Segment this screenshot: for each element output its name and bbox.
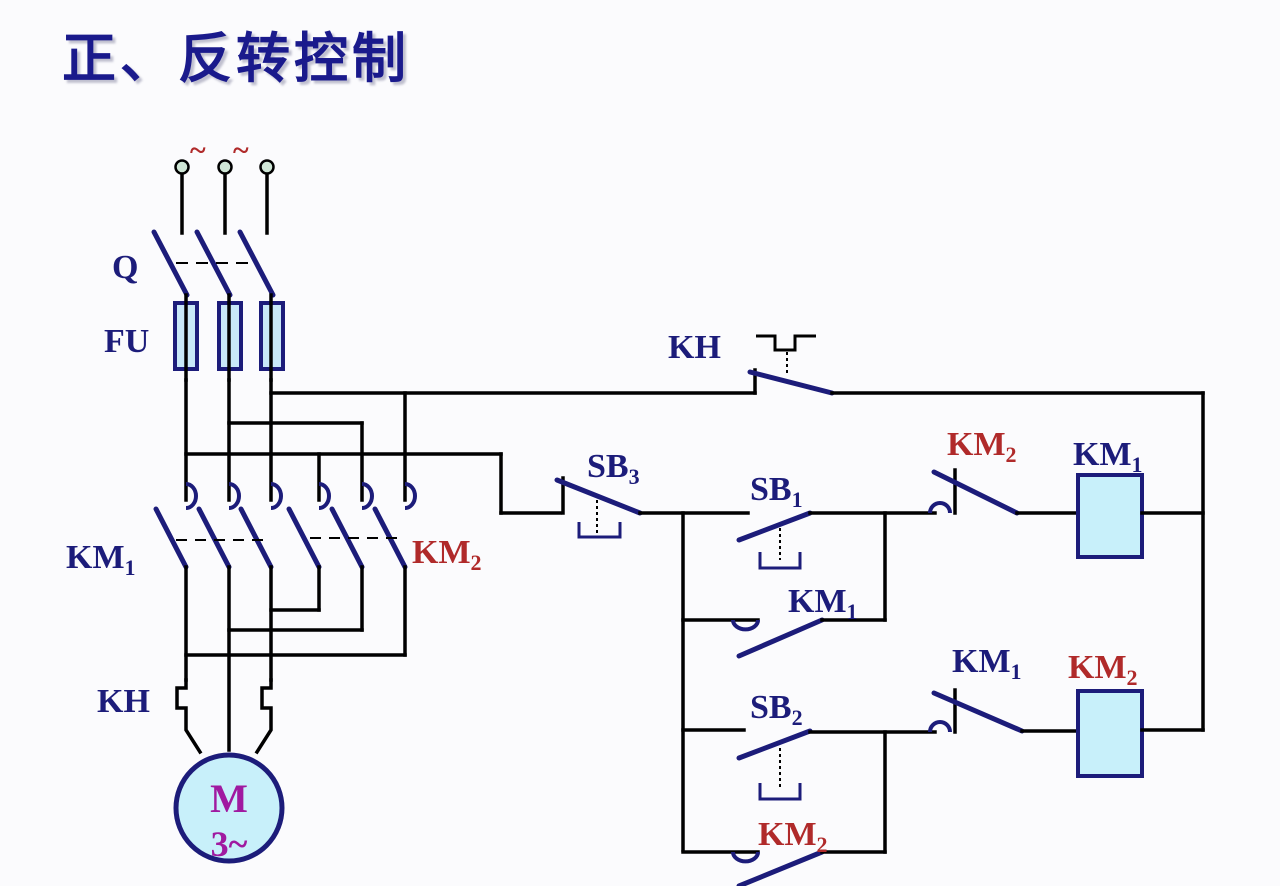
sb2-label: SB2: [750, 689, 803, 730]
page-title: 正、反转控制: [62, 26, 410, 90]
kh-control-label: KH: [668, 329, 721, 366]
supply-tilde-2: ~: [233, 134, 249, 167]
reverse-button-sb2: [681, 728, 937, 854]
motor-label-phase: 3~: [211, 824, 248, 864]
fuse-label: FU: [104, 323, 149, 360]
kh-main-label: KH: [97, 683, 150, 720]
stop-button-sb3: [554, 476, 750, 539]
km2-coil-label: KM2: [1068, 649, 1138, 690]
motor: [173, 752, 285, 864]
kh-nc-contact: [747, 334, 1205, 732]
km2-coil: [1076, 689, 1205, 778]
km2-interlock-label: KM2: [947, 426, 1017, 467]
terminal-L3: [259, 159, 275, 175]
km1-hold-contact: [681, 617, 887, 659]
terminal-L1: [174, 159, 190, 175]
km2-hold-contact: [681, 849, 887, 886]
km2-main-label: KM2: [412, 534, 482, 575]
reversing-wiring: [184, 565, 407, 752]
switch-q: [151, 229, 276, 298]
motor-label-m: M: [210, 776, 248, 821]
main-bus-wiring: [184, 378, 757, 515]
km2-interlock-contact: [928, 468, 1079, 516]
supply-tilde-1: ~: [190, 134, 206, 167]
sb3-label: SB3: [587, 448, 640, 489]
km1-main-label: KM1: [66, 539, 136, 580]
km1-interlock-label: KM1: [952, 643, 1022, 684]
km1-coil: [1076, 473, 1205, 559]
km2-hold-label: KM2: [758, 816, 828, 857]
terminal-L2: [217, 159, 233, 175]
supply-terminals: [174, 159, 275, 235]
km1-interlock-contact: [928, 688, 1079, 734]
thermal-overload-kh: [175, 678, 273, 755]
main-contacts: [153, 482, 417, 570]
km1-hold-label: KM1: [788, 583, 858, 624]
fuses-fu: [173, 293, 285, 382]
switch-q-label: Q: [112, 249, 138, 286]
forward-button-sb1: [736, 510, 937, 622]
sb1-label: SB1: [750, 471, 803, 512]
km1-coil-label: KM1: [1073, 436, 1143, 477]
